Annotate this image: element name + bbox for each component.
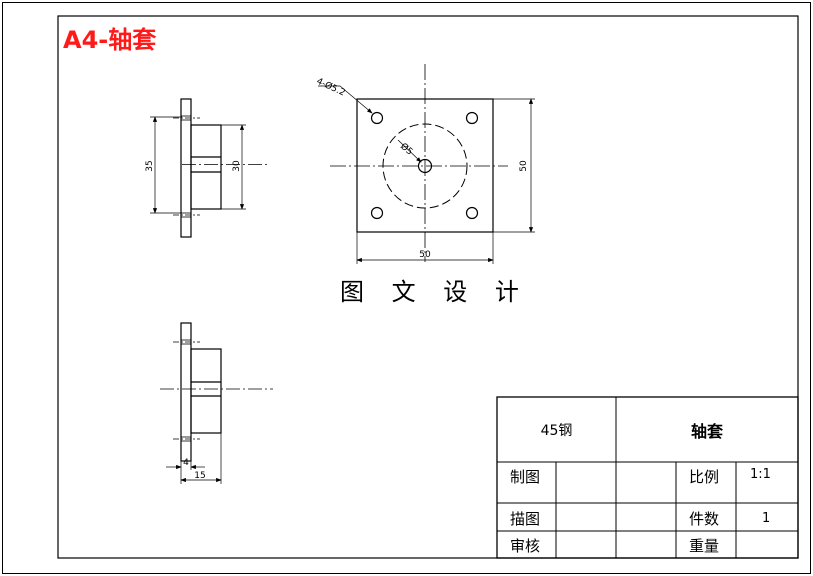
- side-view-dims: [150, 116, 246, 214]
- front-view: [330, 64, 508, 262]
- material-cell: 45钢: [540, 423, 573, 439]
- dim-50-horizontal: 50: [419, 250, 431, 260]
- watermark-text: 图 文 设 计: [340, 278, 529, 306]
- scale-label: 比例: [689, 468, 720, 486]
- scale-value: 1:1: [750, 467, 771, 482]
- side-view: [173, 98, 268, 238]
- dim-center-hole: Ø5: [398, 141, 415, 158]
- qty-label: 件数: [689, 510, 720, 528]
- dim-hole-callout: 4-Ø5.2: [315, 76, 347, 99]
- lower-side-view: [160, 322, 273, 462]
- traced-label: 描图: [510, 510, 541, 528]
- dim-35: 35: [145, 160, 155, 171]
- weight-label: 重量: [689, 537, 720, 555]
- drawing-title: A4-轴套: [63, 26, 157, 54]
- inner-frame: [57, 15, 799, 559]
- drawn-label: 制图: [510, 468, 541, 486]
- checked-label: 审核: [510, 537, 541, 555]
- dim-50-vertical: 50: [519, 160, 529, 172]
- lower-view-dims: [166, 433, 222, 484]
- front-view-dims: [318, 85, 535, 264]
- dim-4: 4: [183, 458, 189, 468]
- title-block-grid: [496, 396, 799, 559]
- dim-15: 15: [194, 471, 205, 481]
- qty-value: 1: [762, 511, 771, 526]
- dim-30: 30: [232, 160, 242, 172]
- part-name-cell: 轴套: [690, 422, 723, 441]
